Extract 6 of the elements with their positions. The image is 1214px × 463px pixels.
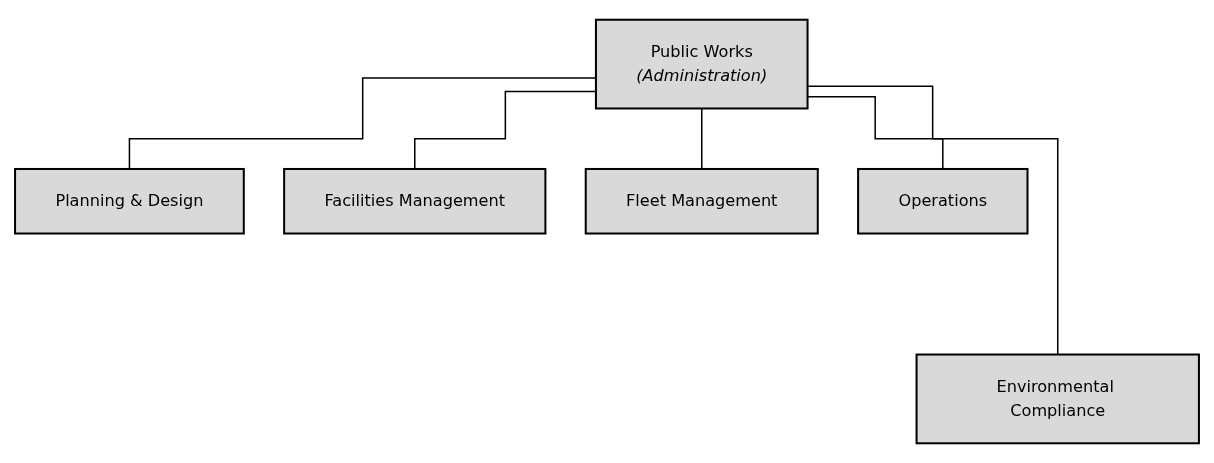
- node-box: Operations: [857, 167, 1029, 235]
- node-box: Environmental Compliance: [915, 353, 1200, 445]
- node-box: Public Works (Administration): [594, 18, 809, 110]
- node-box: Planning & Design: [14, 167, 245, 235]
- node-box: Fleet Management: [584, 167, 819, 235]
- node-box: Facilities Management: [283, 167, 547, 235]
